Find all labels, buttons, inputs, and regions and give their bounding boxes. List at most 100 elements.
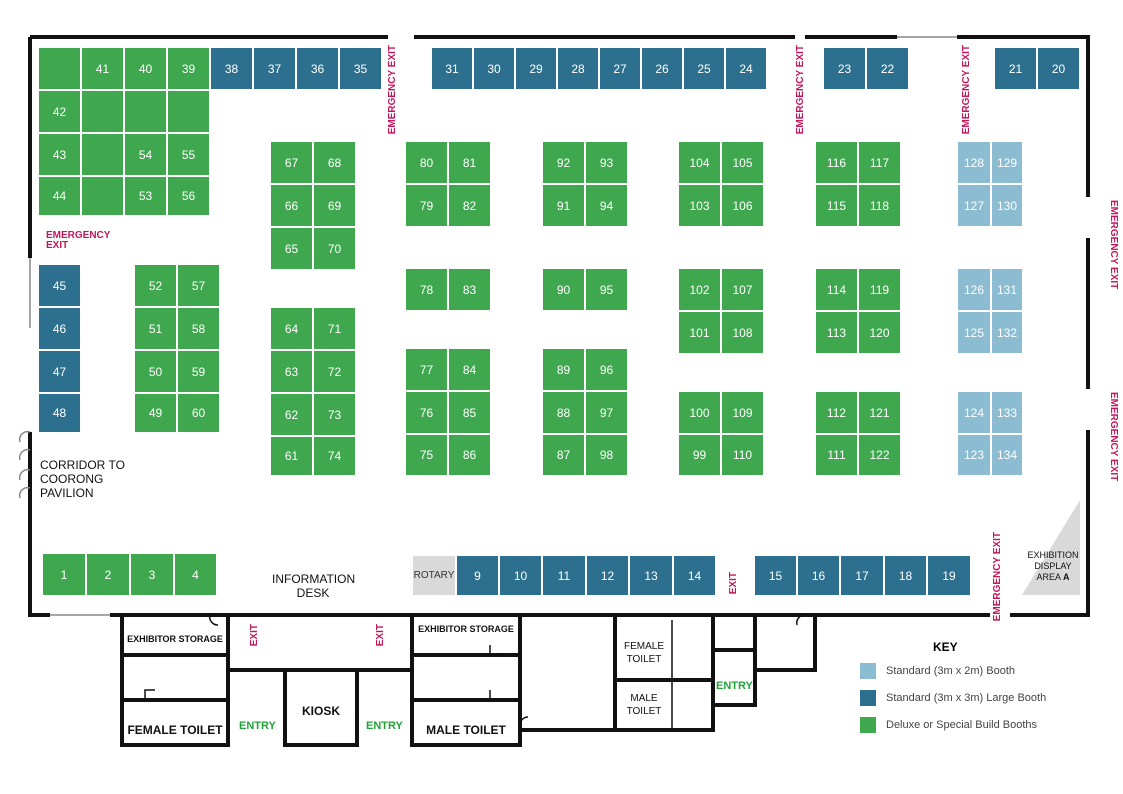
booth-76[interactable]: 76 xyxy=(405,391,448,434)
booth-81[interactable]: 81 xyxy=(448,141,491,184)
booth-22[interactable]: 22 xyxy=(866,47,909,90)
booth-91[interactable]: 91 xyxy=(542,184,585,227)
booth-2[interactable]: 2 xyxy=(86,553,130,596)
booth-59[interactable]: 59 xyxy=(177,350,220,393)
booth-111[interactable]: 111 xyxy=(815,434,858,476)
booth-124[interactable]: 124 xyxy=(957,391,991,434)
booth-1[interactable]: 1 xyxy=(42,553,86,596)
booth-84[interactable]: 84 xyxy=(448,348,491,391)
booth-29[interactable]: 29 xyxy=(515,47,557,90)
booth-20[interactable]: 20 xyxy=(1037,47,1080,90)
booth-61[interactable]: 61 xyxy=(270,436,313,476)
booth-102[interactable]: 102 xyxy=(678,268,721,311)
booth-123[interactable]: 123 xyxy=(957,434,991,476)
booth-13[interactable]: 13 xyxy=(629,555,673,596)
booth-63[interactable]: 63 xyxy=(270,350,313,393)
booth-38[interactable]: 38 xyxy=(210,47,253,90)
booth-122[interactable]: 122 xyxy=(858,434,901,476)
booth-60[interactable]: 60 xyxy=(177,393,220,433)
booth-19[interactable]: 19 xyxy=(927,555,971,596)
booth-93[interactable]: 93 xyxy=(585,141,628,184)
booth-86[interactable]: 86 xyxy=(448,434,491,476)
booth-104[interactable]: 104 xyxy=(678,141,721,184)
booth-106[interactable]: 106 xyxy=(721,184,764,227)
booth-132[interactable]: 132 xyxy=(991,311,1023,354)
booth-101[interactable]: 101 xyxy=(678,311,721,354)
booth-127[interactable]: 127 xyxy=(957,184,991,227)
booth-35[interactable]: 35 xyxy=(339,47,382,90)
booth-27[interactable]: 27 xyxy=(599,47,641,90)
booth-45[interactable]: 45 xyxy=(38,264,81,307)
booth-52[interactable]: 52 xyxy=(134,264,177,307)
booth-37[interactable]: 37 xyxy=(253,47,296,90)
booth-120[interactable]: 120 xyxy=(858,311,901,354)
booth-56[interactable]: 56 xyxy=(167,176,210,216)
booth-57[interactable]: 57 xyxy=(177,264,220,307)
booth-28[interactable]: 28 xyxy=(557,47,599,90)
booth-50[interactable]: 50 xyxy=(134,350,177,393)
booth-53[interactable]: 53 xyxy=(124,176,167,216)
booth-95[interactable]: 95 xyxy=(585,268,628,311)
booth-23[interactable]: 23 xyxy=(823,47,866,90)
booth-46[interactable]: 46 xyxy=(38,307,81,350)
booth-109[interactable]: 109 xyxy=(721,391,764,434)
booth-113[interactable]: 113 xyxy=(815,311,858,354)
booth-58[interactable]: 58 xyxy=(177,307,220,350)
booth-16[interactable]: 16 xyxy=(797,555,840,596)
booth-130[interactable]: 130 xyxy=(991,184,1023,227)
booth-11[interactable]: 11 xyxy=(542,555,586,596)
booth-unnumbered[interactable] xyxy=(38,47,81,90)
booth-87[interactable]: 87 xyxy=(542,434,585,476)
booth-4[interactable]: 4 xyxy=(174,553,217,596)
booth-82[interactable]: 82 xyxy=(448,184,491,227)
booth-24[interactable]: 24 xyxy=(725,47,767,90)
booth-64[interactable]: 64 xyxy=(270,307,313,350)
booth-97[interactable]: 97 xyxy=(585,391,628,434)
booth-99[interactable]: 99 xyxy=(678,434,721,476)
booth-115[interactable]: 115 xyxy=(815,184,858,227)
booth-39[interactable]: 39 xyxy=(167,47,210,90)
booth-105[interactable]: 105 xyxy=(721,141,764,184)
booth-133[interactable]: 133 xyxy=(991,391,1023,434)
booth-43[interactable]: 43 xyxy=(38,133,81,176)
rotary-booth[interactable]: ROTARY xyxy=(412,555,456,596)
booth-79[interactable]: 79 xyxy=(405,184,448,227)
booth-66[interactable]: 66 xyxy=(270,184,313,227)
booth-71[interactable]: 71 xyxy=(313,307,356,350)
booth-78[interactable]: 78 xyxy=(405,268,448,311)
booth-119[interactable]: 119 xyxy=(858,268,901,311)
booth-unnumbered[interactable] xyxy=(81,176,124,216)
booth-unnumbered[interactable] xyxy=(124,90,167,133)
booth-112[interactable]: 112 xyxy=(815,391,858,434)
booth-69[interactable]: 69 xyxy=(313,184,356,227)
booth-114[interactable]: 114 xyxy=(815,268,858,311)
booth-unnumbered[interactable] xyxy=(167,90,210,133)
booth-129[interactable]: 129 xyxy=(991,141,1023,184)
booth-31[interactable]: 31 xyxy=(431,47,473,90)
booth-72[interactable]: 72 xyxy=(313,350,356,393)
booth-49[interactable]: 49 xyxy=(134,393,177,433)
booth-98[interactable]: 98 xyxy=(585,434,628,476)
booth-74[interactable]: 74 xyxy=(313,436,356,476)
booth-30[interactable]: 30 xyxy=(473,47,515,90)
booth-88[interactable]: 88 xyxy=(542,391,585,434)
booth-73[interactable]: 73 xyxy=(313,393,356,436)
booth-96[interactable]: 96 xyxy=(585,348,628,391)
booth-103[interactable]: 103 xyxy=(678,184,721,227)
booth-44[interactable]: 44 xyxy=(38,176,81,216)
booth-110[interactable]: 110 xyxy=(721,434,764,476)
booth-118[interactable]: 118 xyxy=(858,184,901,227)
booth-125[interactable]: 125 xyxy=(957,311,991,354)
booth-89[interactable]: 89 xyxy=(542,348,585,391)
booth-15[interactable]: 15 xyxy=(754,555,797,596)
booth-116[interactable]: 116 xyxy=(815,141,858,184)
booth-14[interactable]: 14 xyxy=(673,555,716,596)
booth-41[interactable]: 41 xyxy=(81,47,124,90)
booth-48[interactable]: 48 xyxy=(38,393,81,433)
booth-134[interactable]: 134 xyxy=(991,434,1023,476)
booth-90[interactable]: 90 xyxy=(542,268,585,311)
booth-92[interactable]: 92 xyxy=(542,141,585,184)
booth-70[interactable]: 70 xyxy=(313,227,356,270)
booth-121[interactable]: 121 xyxy=(858,391,901,434)
booth-36[interactable]: 36 xyxy=(296,47,339,90)
